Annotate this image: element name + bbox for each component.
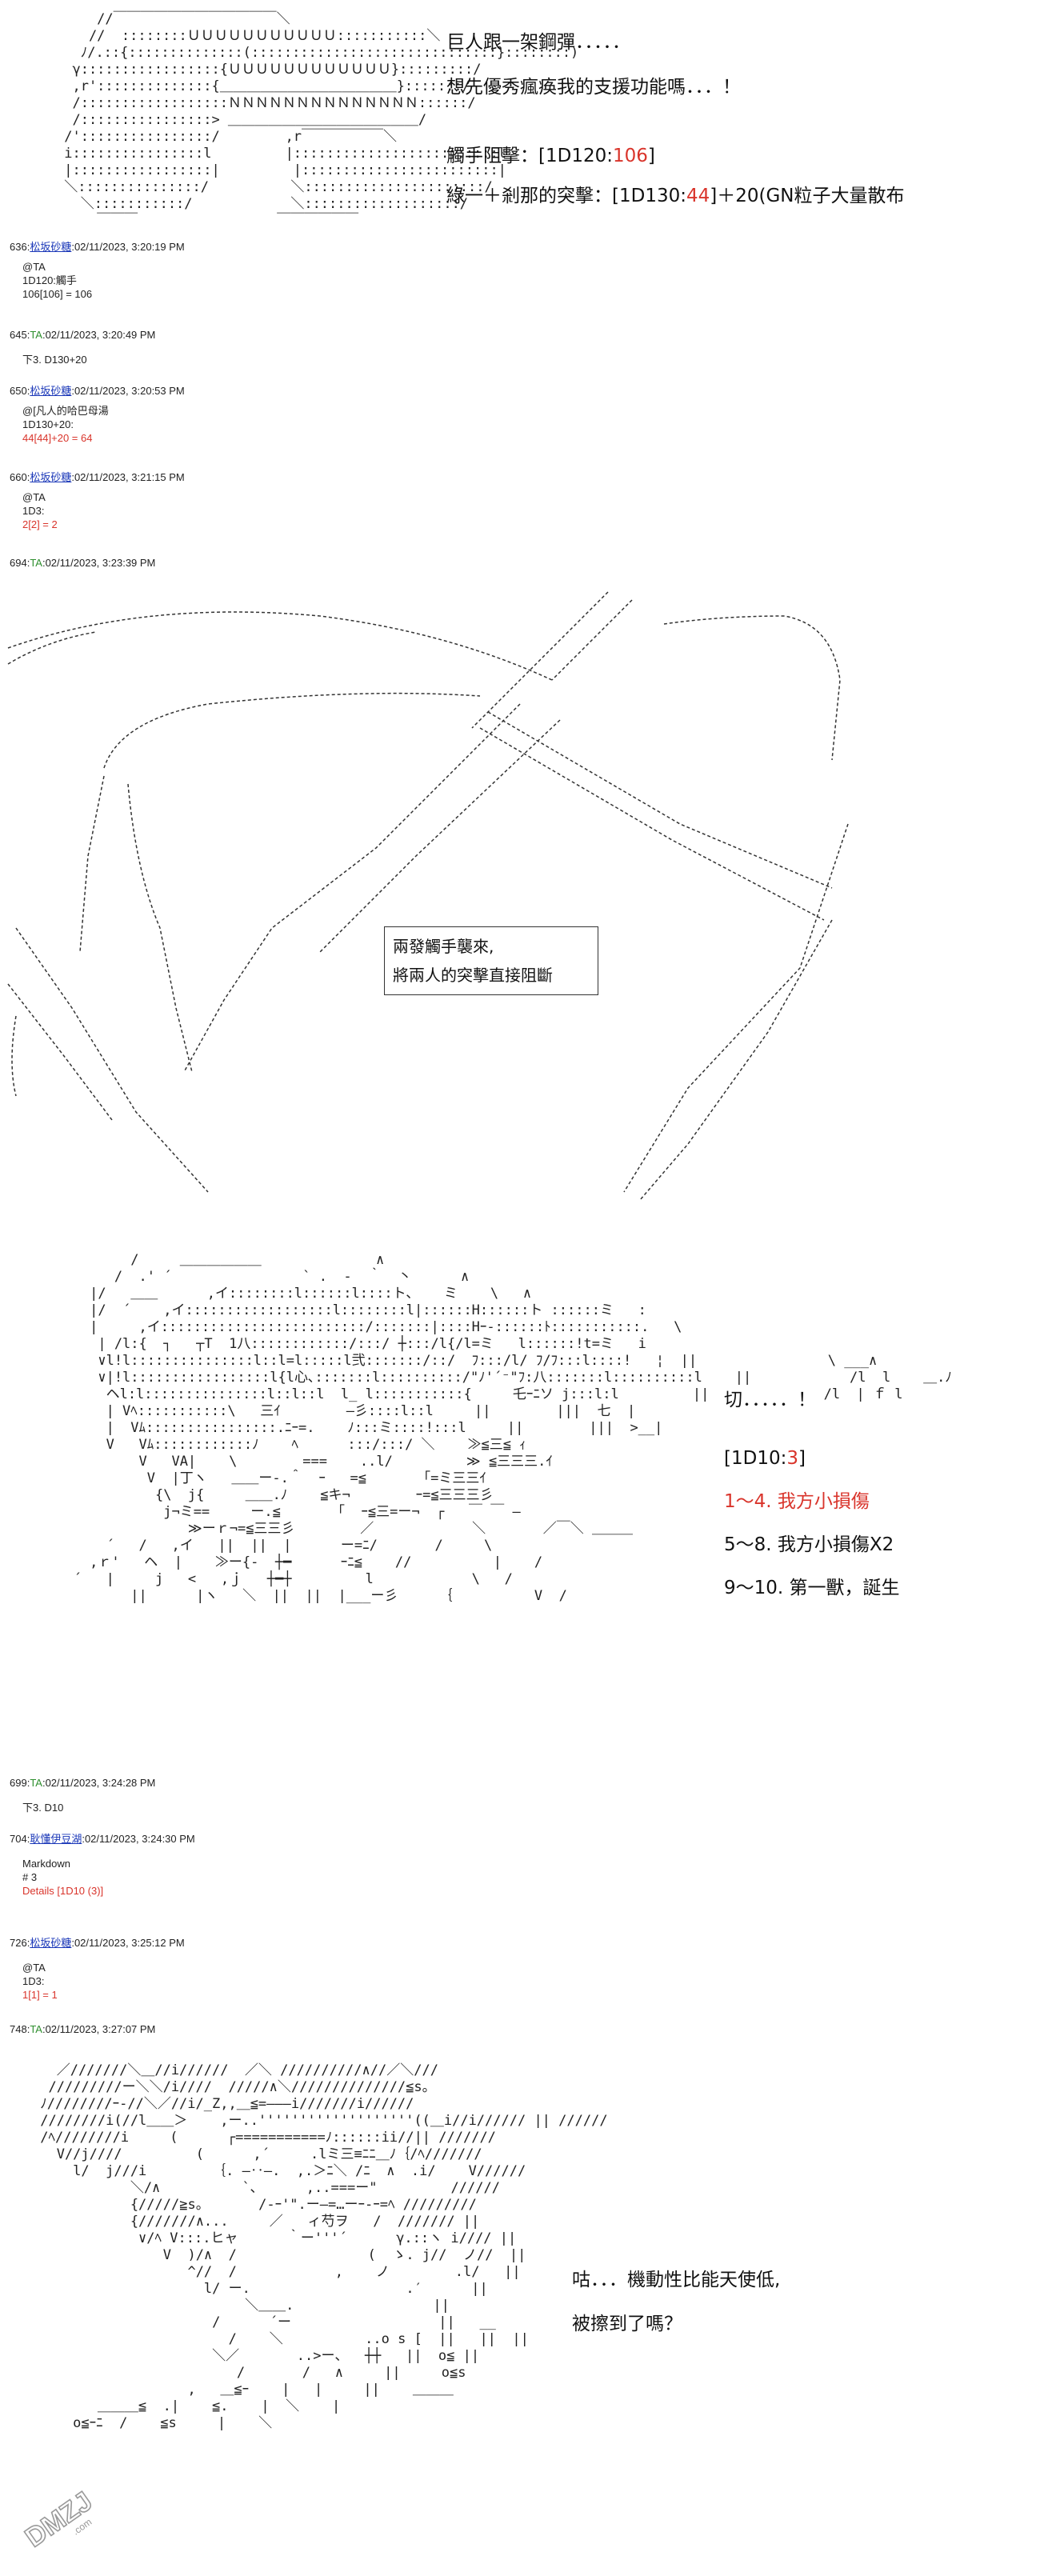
post-number: 645: [10, 329, 30, 341]
post-number: 748: [10, 2023, 30, 2035]
post-body: 下3. D130+20 [22, 353, 155, 366]
post-line: @[凡人的哈巴母湯 [22, 405, 109, 417]
roll-suffix: ] [798, 1448, 806, 1469]
post-line: @TA [22, 1962, 46, 1974]
narration-line-2: 將兩人的突擊直接阻斷 [393, 966, 553, 985]
post-body: @TA 1D120:觸手 106[106] = 106 [22, 260, 185, 301]
post-header: 645:TA:02/11/2023, 3:20:49 PM [10, 328, 155, 342]
post-body: @TA 1D3: 2[2] = 2 [22, 490, 185, 531]
post-header: 636:松坂砂糖:02/11/2023, 3:20:19 PM [10, 240, 185, 254]
post-author: TA [30, 2023, 42, 2035]
post-roll-result: 44[44]+20 = 64 [22, 432, 93, 444]
post-body: @TA 1D3: 1[1] = 1 [22, 1961, 185, 2002]
post-header: 694:TA:02/11/2023, 3:23:39 PM [10, 556, 155, 570]
post-header: 650:松坂砂糖:02/11/2023, 3:20:53 PM [10, 384, 185, 398]
narration-line-1: 兩發觸手襲來, [393, 937, 494, 956]
outcome-2: 5～8. 我方小損傷X2 [724, 1534, 894, 1555]
post-line: 1D120:觸手 [22, 274, 77, 286]
post-header: 699:TA:02/11/2023, 3:24:28 PM [10, 1776, 155, 1790]
dialogue-line-4: 被擦到了嗎？ [572, 2314, 682, 2334]
ascii-art-character-2: ／///////＼＿//i////// ／＼ //////////∧//／＼//… [40, 2062, 608, 2431]
post-time: :02/11/2023, 3:25:12 PM [71, 1937, 185, 1949]
post-author: TA [30, 557, 42, 569]
post-time: :02/11/2023, 3:21:15 PM [71, 471, 185, 483]
post-author: TA [30, 1777, 42, 1789]
dialogue-line-3: 咕．．．機動性比能天使低, [572, 2270, 781, 2290]
post-650: 650:松坂砂糖:02/11/2023, 3:20:53 PM @[凡人的哈巴母… [10, 384, 185, 445]
dialogue-line-2: 想先優秀瘋痪我的支援功能嗎．．．！ [446, 77, 741, 98]
post-699: 699:TA:02/11/2023, 3:24:28 PM 下3. D10 [10, 1776, 155, 1814]
post-roll-result: 2[2] = 2 [22, 518, 58, 530]
post-number: 694: [10, 557, 30, 569]
post-number: 726: [10, 1937, 30, 1949]
post-line: @TA [22, 491, 46, 503]
post-author-link[interactable]: 耿懂伊豆湖 [30, 1833, 82, 1845]
roll-end: ] [647, 146, 655, 166]
post-author-link[interactable]: 松坂砂糖 [30, 1937, 72, 1949]
post-time: :02/11/2023, 3:23:39 PM [42, 557, 156, 569]
post-number: 704: [10, 1833, 30, 1845]
roll-prefix: [1D10: [724, 1448, 787, 1469]
roll-line-attack: 綠一＋剎那的突擊：[1D130:44]＋20(GN粒子大量散布 [446, 184, 905, 208]
ascii-art-machine: //￣￣￣￣￣￣￣￣￣￣￣￣＼ // ::::::::ＵＵＵＵＵＵＵＵＵＵＵ::… [64, 11, 579, 229]
post-line: 下3. D10 [22, 1802, 64, 1814]
watermark-logo: DMZJ .com [14, 2485, 102, 2560]
post-header: 726:松坂砂糖:02/11/2023, 3:25:12 PM [10, 1936, 185, 1950]
post-line: Markdown [22, 1858, 70, 1870]
post-body: Markdown # 3 Details [1D10 (3)] [22, 1857, 195, 1898]
post-time: :02/11/2023, 3:20:53 PM [71, 385, 185, 397]
roll-suffix: ]＋20(GN粒子大量散布 [710, 186, 905, 206]
post-line: @TA [22, 261, 46, 273]
post-roll-result: 1[1] = 1 [22, 1989, 58, 2001]
post-number: 699: [10, 1777, 30, 1789]
roll-value: 3 [786, 1448, 798, 1469]
roll-line-d10: [1D10:3] [724, 1446, 806, 1470]
post-line: # 3 [22, 1871, 38, 1883]
roll-prefix: 綠一＋剎那的突擊：[1D130: [446, 186, 686, 206]
post-time: :02/11/2023, 3:24:28 PM [42, 1777, 156, 1789]
post-line: 1D3: [22, 505, 45, 517]
post-line: 106[106] = 106 [22, 288, 93, 300]
post-line: 1D130+20: [22, 418, 74, 430]
post-time: :02/11/2023, 3:20:19 PM [71, 241, 185, 253]
post-694: 694:TA:02/11/2023, 3:23:39 PM [10, 556, 155, 570]
roll-value: 106 [612, 146, 648, 166]
roll-label: 觸手阻擊：[1D120: [446, 146, 613, 166]
post-author-link[interactable]: 松坂砂糖 [30, 241, 72, 253]
dialogue-line-1: 巨人跟一架鋼彈．．．．． [446, 32, 630, 53]
post-line: 1D3: [22, 1975, 45, 1987]
post-time: :02/11/2023, 3:20:49 PM [42, 329, 156, 341]
post-636: 636:松坂砂糖:02/11/2023, 3:20:19 PM @TA 1D12… [10, 240, 185, 301]
post-header: 704:耿懂伊豆湖:02/11/2023, 3:24:30 PM [10, 1832, 195, 1846]
post-645: 645:TA:02/11/2023, 3:20:49 PM 下3. D130+2… [10, 328, 155, 366]
post-660: 660:松坂砂糖:02/11/2023, 3:21:15 PM @TA 1D3:… [10, 470, 185, 531]
post-body: @[凡人的哈巴母湯 1D130+20: 44[44]+20 = 64 [22, 404, 185, 445]
post-726: 726:松坂砂糖:02/11/2023, 3:25:12 PM @TA 1D3:… [10, 1936, 185, 2002]
post-number: 636: [10, 241, 30, 253]
post-header: 748:TA:02/11/2023, 3:27:07 PM [10, 2022, 155, 2036]
cut-line: 切．．．．．！ [724, 1390, 816, 1410]
post-body: 下3. D10 [22, 1801, 155, 1814]
ascii-art-character: / ＿＿＿＿＿＿ ∧ / .' ´ ` . - ｀ 丶 ∧ |/ ＿＿ ,イ::… [73, 1252, 952, 1604]
post-header: 660:松坂砂糖:02/11/2023, 3:21:15 PM [10, 470, 185, 484]
post-author-link[interactable]: 松坂砂糖 [30, 385, 72, 397]
post-748: 748:TA:02/11/2023, 3:27:07 PM [10, 2022, 155, 2036]
post-author-link[interactable]: 松坂砂糖 [30, 471, 72, 483]
outcome-1: 1～4. 我方小損傷 [724, 1491, 870, 1512]
outcome-3: 9～10. 第一獸，誕生 [724, 1578, 900, 1598]
roll-line-tentacle: 觸手阻擊：[1D120:106] [446, 144, 655, 168]
post-details-link[interactable]: Details [1D10 (3)] [22, 1885, 104, 1897]
post-704: 704:耿懂伊豆湖:02/11/2023, 3:24:30 PM Markdow… [10, 1832, 195, 1898]
tentacle-line-art [7, 591, 849, 1201]
post-author: TA [30, 329, 42, 341]
post-line: 下3. D130+20 [22, 354, 87, 366]
post-time: :02/11/2023, 3:24:30 PM [82, 1833, 195, 1845]
post-number: 650: [10, 385, 30, 397]
post-time: :02/11/2023, 3:27:07 PM [42, 2023, 156, 2035]
roll-value: 44 [686, 186, 710, 206]
post-number: 660: [10, 471, 30, 483]
narration-box: 兩發觸手襲來, 將兩人的突擊直接阻斷 [384, 926, 598, 995]
